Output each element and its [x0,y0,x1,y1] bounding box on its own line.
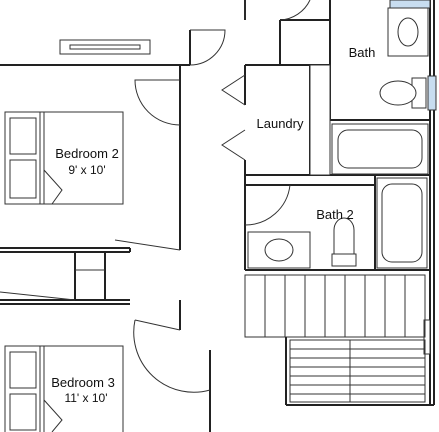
room-name-bedroom3: Bedroom 3 [51,375,115,390]
door-top-hall [244,0,311,21]
stair-upper-run [244,274,426,338]
room-name-bath2: Bath 2 [316,207,354,222]
door-laundry-bottom [221,129,246,161]
stairs [244,274,434,406]
door-hall-angled-2 [0,291,76,301]
dresser-drawer [69,44,141,50]
laundry-fixtures [309,64,331,176]
room-dims-bedroom3: 11' x 10' [64,391,107,405]
pillow-3 [9,351,37,389]
bath-fixtures [331,7,429,175]
doors [0,0,311,393]
bath2-toilet-tank [331,253,357,267]
window-right-bath [427,75,437,111]
bath2-sink [264,238,294,262]
stair-lower-run [289,339,426,403]
room-name-laundry: Laundry [257,116,304,131]
bath2-tub-basin [381,183,423,263]
room-name-bath: Bath [349,45,376,60]
door-left-hall [189,29,226,66]
windows [389,0,437,355]
door-hall-angled-1 [114,239,181,251]
room-labels: Bedroom 2 9' x 10' Bedroom 3 11' x 10' B… [51,45,375,405]
window-top-right [389,0,431,9]
room-name-bedroom2: Bedroom 2 [55,146,119,161]
bath2-fixtures [247,177,428,269]
pillow-4 [9,393,37,431]
bedroom2-furniture [4,39,151,205]
bath2-toilet-bowl [333,217,355,255]
door-laundry-top [221,74,246,106]
bedroom3-furniture [4,345,124,432]
pillow-1 [9,117,37,155]
bath-toilet-bowl [379,80,417,106]
pillow-2 [9,159,37,199]
door-bath2 [244,184,291,226]
bathtub-basin [337,129,423,169]
room-dims-bedroom2: 9' x 10' [68,163,105,177]
bath-sink [397,17,419,47]
laundry-cabinet [309,64,331,176]
door-bedroom3 [133,319,211,393]
door-bedroom2 [134,79,181,126]
